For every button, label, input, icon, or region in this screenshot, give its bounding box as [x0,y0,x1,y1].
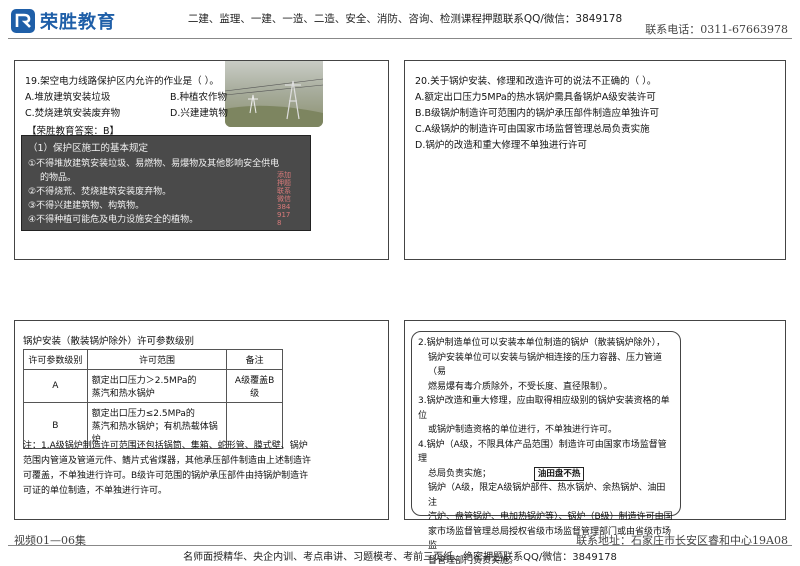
rule-item: 的物品。 [40,173,77,183]
footer-divider [8,545,792,546]
range-line: 蒸汽和热水锅炉；有机热载体锅炉 [91,422,218,445]
option-b: B.种植农作物 [170,92,228,103]
note-line: 锅炉安装单位可以安装与锅炉相连接的压力容器、压力管道（易 [428,352,663,378]
slide-question-20: 20.关于锅炉安装、修理和改造许可的说法不正确的（ ）。 A.额定出口压力5MP… [404,60,786,260]
table-row: B 额定出口压力≤2.5MPa的 蒸汽和热水锅炉；有机热载体锅炉 [23,402,283,449]
note-line: 3.锅炉改造和重大修理，应由取得相应级别的锅炉安装资格的单位 [418,396,670,421]
highlight-tag: 油田盘不热 [533,466,585,481]
contact-phone: 联系电话：0311-67663978 [645,23,788,36]
slide-permit-notes: 2.锅炉制造单位可以安装本单位制造的锅炉（散装锅炉除外）， 锅炉安装单位可以安装… [404,320,786,566]
question-stem: 20.关于锅炉安装、修理和改造许可的说法不正确的（ ）。 [415,76,657,87]
column-header: 许可参数级别 [23,349,88,370]
rule-item: ②不得烧荒、焚烧建筑安装废弃物。 [28,187,172,197]
range-cell: 额定出口压力≤2.5MPa的 蒸汽和热水锅炉；有机热载体锅炉 [86,402,228,449]
table-title: 锅炉安装（散装锅炉除外）许可参数级别 [23,336,195,347]
note-line: 燃易爆有毒介质除外，不受长度、直径限制）。 [428,381,613,392]
rules-title: （1）保护区施工的基本规定 [28,143,149,154]
note-line: 或锅炉制造资格的单位进行，不单独进行许可。 [428,425,618,435]
option-c: C.A级锅炉的制造许可由国家市场监督管理总局负责实施 [415,124,650,135]
rule-item: ③不得兴建建筑物、构筑物。 [28,201,145,211]
option-c: C.焚烧建筑安装废弃物 [25,108,121,119]
range-line: 蒸汽和热水锅炉 [91,389,155,399]
option-b: B.B级锅炉制造许可范围内的锅炉承压部件制造应单独许可 [415,108,660,119]
header-divider [8,38,792,39]
power-tower-icon [225,78,323,127]
permit-table: 许可参数级别 许可范围 备注 A 额定出口压力＞2.5MPa的 蒸汽和热水锅炉 … [23,349,283,449]
table-note: 注：1.A级锅炉制造许可范围还包括锅筒、集箱、蛇形管、膜式壁、锅炉范围内管道及管… [23,441,312,496]
range-line: 额定出口压力＞2.5MPa的 [91,376,197,386]
rule-item: ①不得堆放建筑安装垃圾、易燃物、易爆物及其他影响安全供电 [28,159,280,169]
note-line-text: 总局负责实施； [428,468,492,479]
range-cell: 额定出口压力＞2.5MPa的 蒸汽和热水锅炉 [86,369,228,403]
option-a: A.额定出口压力5MPa的热水锅炉需具备锅炉A级安装许可 [415,92,656,103]
remark-cell [226,402,283,449]
range-line: 额定出口压力≤2.5MPa的 [91,409,195,419]
question-stem: 19.架空电力线路保护区内允许的作业是（ ）。 [25,76,219,87]
table-header-row: 许可参数级别 许可范围 备注 [23,349,283,370]
note-line: 2.锅炉制造单位可以安装本单位制造的锅炉（散装锅炉除外）， [418,338,666,348]
brand-logo-icon [11,9,35,33]
option-d: D.兴建建筑物 [170,108,228,119]
note-line: 总局负责实施； 油田盘不热 [418,466,674,482]
level-cell: A [23,369,88,403]
bottom-banner: 名师面授精华、央企内训、考点串讲、习题模考、考前三页纸、绝密押题联系QQ/微信：… [183,552,617,563]
option-a: A.堆放建筑安装垃圾 [25,92,111,103]
notes-box: 2.锅炉制造单位可以安装本单位制造的锅炉（散装锅炉除外）， 锅炉安装单位可以安装… [411,331,681,566]
contact-address: 联系地址：石家庄市长安区睿和中心19A08 [576,534,788,547]
note-line: 汽炉、盘管锅炉、电加热锅炉等）、锅炉（B级）制造许可由国 [428,512,673,522]
table-row: A 额定出口压力＞2.5MPa的 蒸汽和热水锅炉 A级覆盖B级 [23,369,283,403]
brand-logo-text: 荣胜教育 [40,12,116,33]
note-line: 家市场监督管理总局授权省级市场监督管理部门或由省级市场监 [428,526,672,552]
top-banner: 二建、监理、一建、一造、二造、安全、消防、咨询、检测课程押题联系QQ/微信：38… [187,13,623,25]
remark-cell: A级覆盖B级 [226,369,283,403]
note-line: 锅炉（A级，限定A级锅炉部件、热水锅炉、余热锅炉、油田注 [428,483,666,508]
rule-item: ④不得种植可能危及电力设施安全的植物。 [28,215,199,225]
video-label: 视频01—06集 [14,534,86,547]
option-d: D.锅炉的改造和重大修理不单独进行许可 [415,140,587,151]
brand-logo: 荣胜教育 [10,8,170,34]
note-line: 4.锅炉（A级，不限具体产品范围）制造许可由国家市场监督管理 [418,439,667,465]
level-cell: B [23,402,88,449]
watermark-text: 添加押题联系微信3849178 [277,171,291,227]
note-line: 督管理部门负责实施。 [428,555,519,566]
answer-label: 【荣胜教育答案：B】 [27,126,120,137]
rules-box: （1）保护区施工的基本规定 ①不得堆放建筑安装垃圾、易燃物、易爆物及其他影响安全… [21,135,311,231]
column-header: 备注 [226,349,283,370]
slide-permit-table: 锅炉安装（散装锅炉除外）许可参数级别 许可参数级别 许可范围 备注 A 额定出口… [14,320,389,520]
power-line-photo [225,61,323,127]
column-header: 许可范围 [86,349,228,370]
slide-question-19: 19.架空电力线路保护区内允许的作业是（ ）。 A.堆放建筑安装垃圾 B.种植农… [14,60,389,260]
